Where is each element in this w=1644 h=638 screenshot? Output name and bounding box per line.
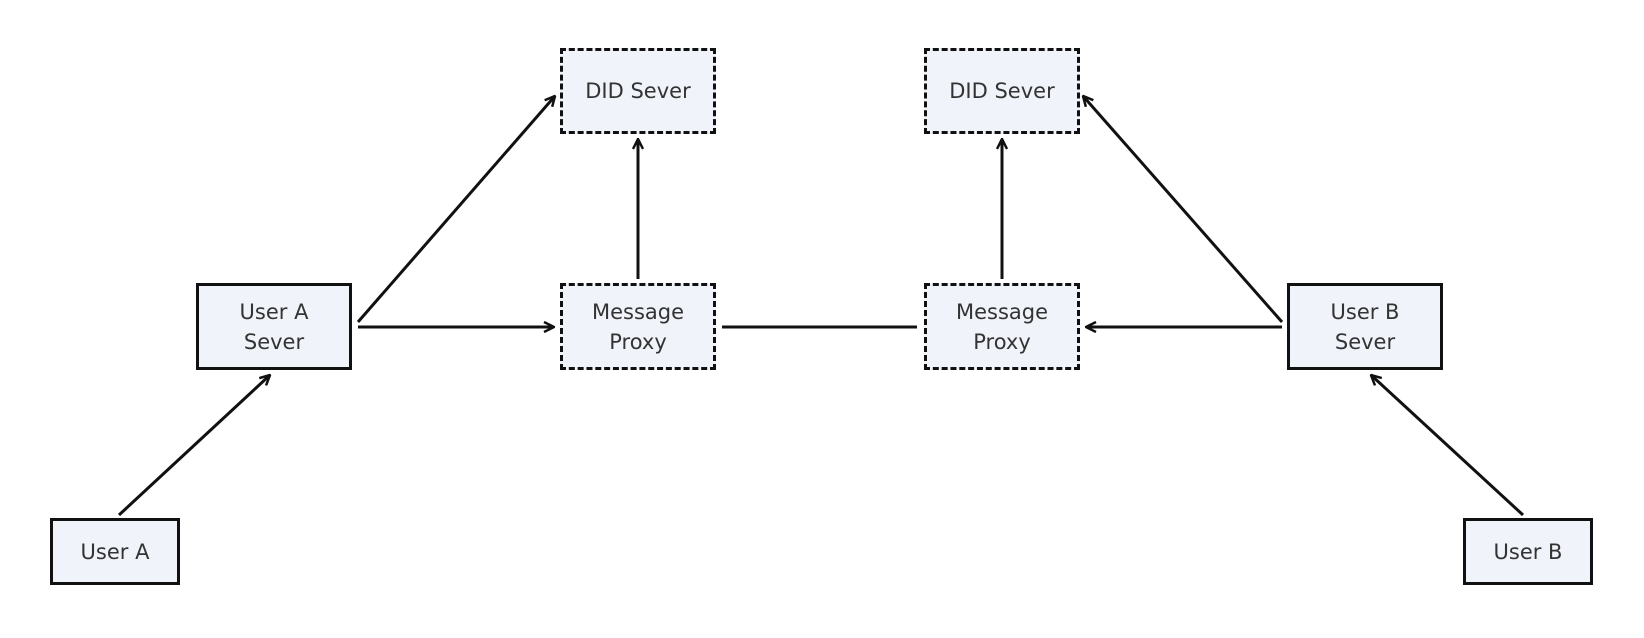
message-proxy-right-node: Message Proxy	[924, 283, 1080, 370]
user-a-node: User A	[50, 518, 180, 585]
edge-user-a-to-user-a-server	[117, 375, 270, 517]
user-b-server-node: User B Sever	[1287, 283, 1443, 370]
user-b-server-label: User B Sever	[1330, 299, 1400, 354]
user-a-server-node: User A Sever	[196, 283, 352, 370]
edge-user-b-server-to-did-server-right	[1083, 96, 1284, 323]
user-b-label: User B	[1493, 539, 1563, 564]
message-proxy-right-label: Message Proxy	[955, 299, 1049, 354]
message-proxy-left-label: Message Proxy	[591, 299, 685, 354]
did-server-right-node: DID Sever	[924, 48, 1080, 134]
did-server-left-node: DID Sever	[560, 48, 716, 134]
did-server-right-label: DID Sever	[949, 79, 1055, 103]
user-a-label: User A	[80, 539, 150, 564]
edge-user-b-to-user-b-server	[1371, 375, 1525, 517]
user-a-server-label: User A Sever	[239, 299, 309, 354]
user-b-node: User B	[1463, 518, 1593, 585]
edge-user-a-server-to-did-server-left	[356, 96, 555, 323]
did-server-left-label: DID Sever	[585, 79, 691, 103]
message-proxy-left-node: Message Proxy	[560, 283, 716, 370]
